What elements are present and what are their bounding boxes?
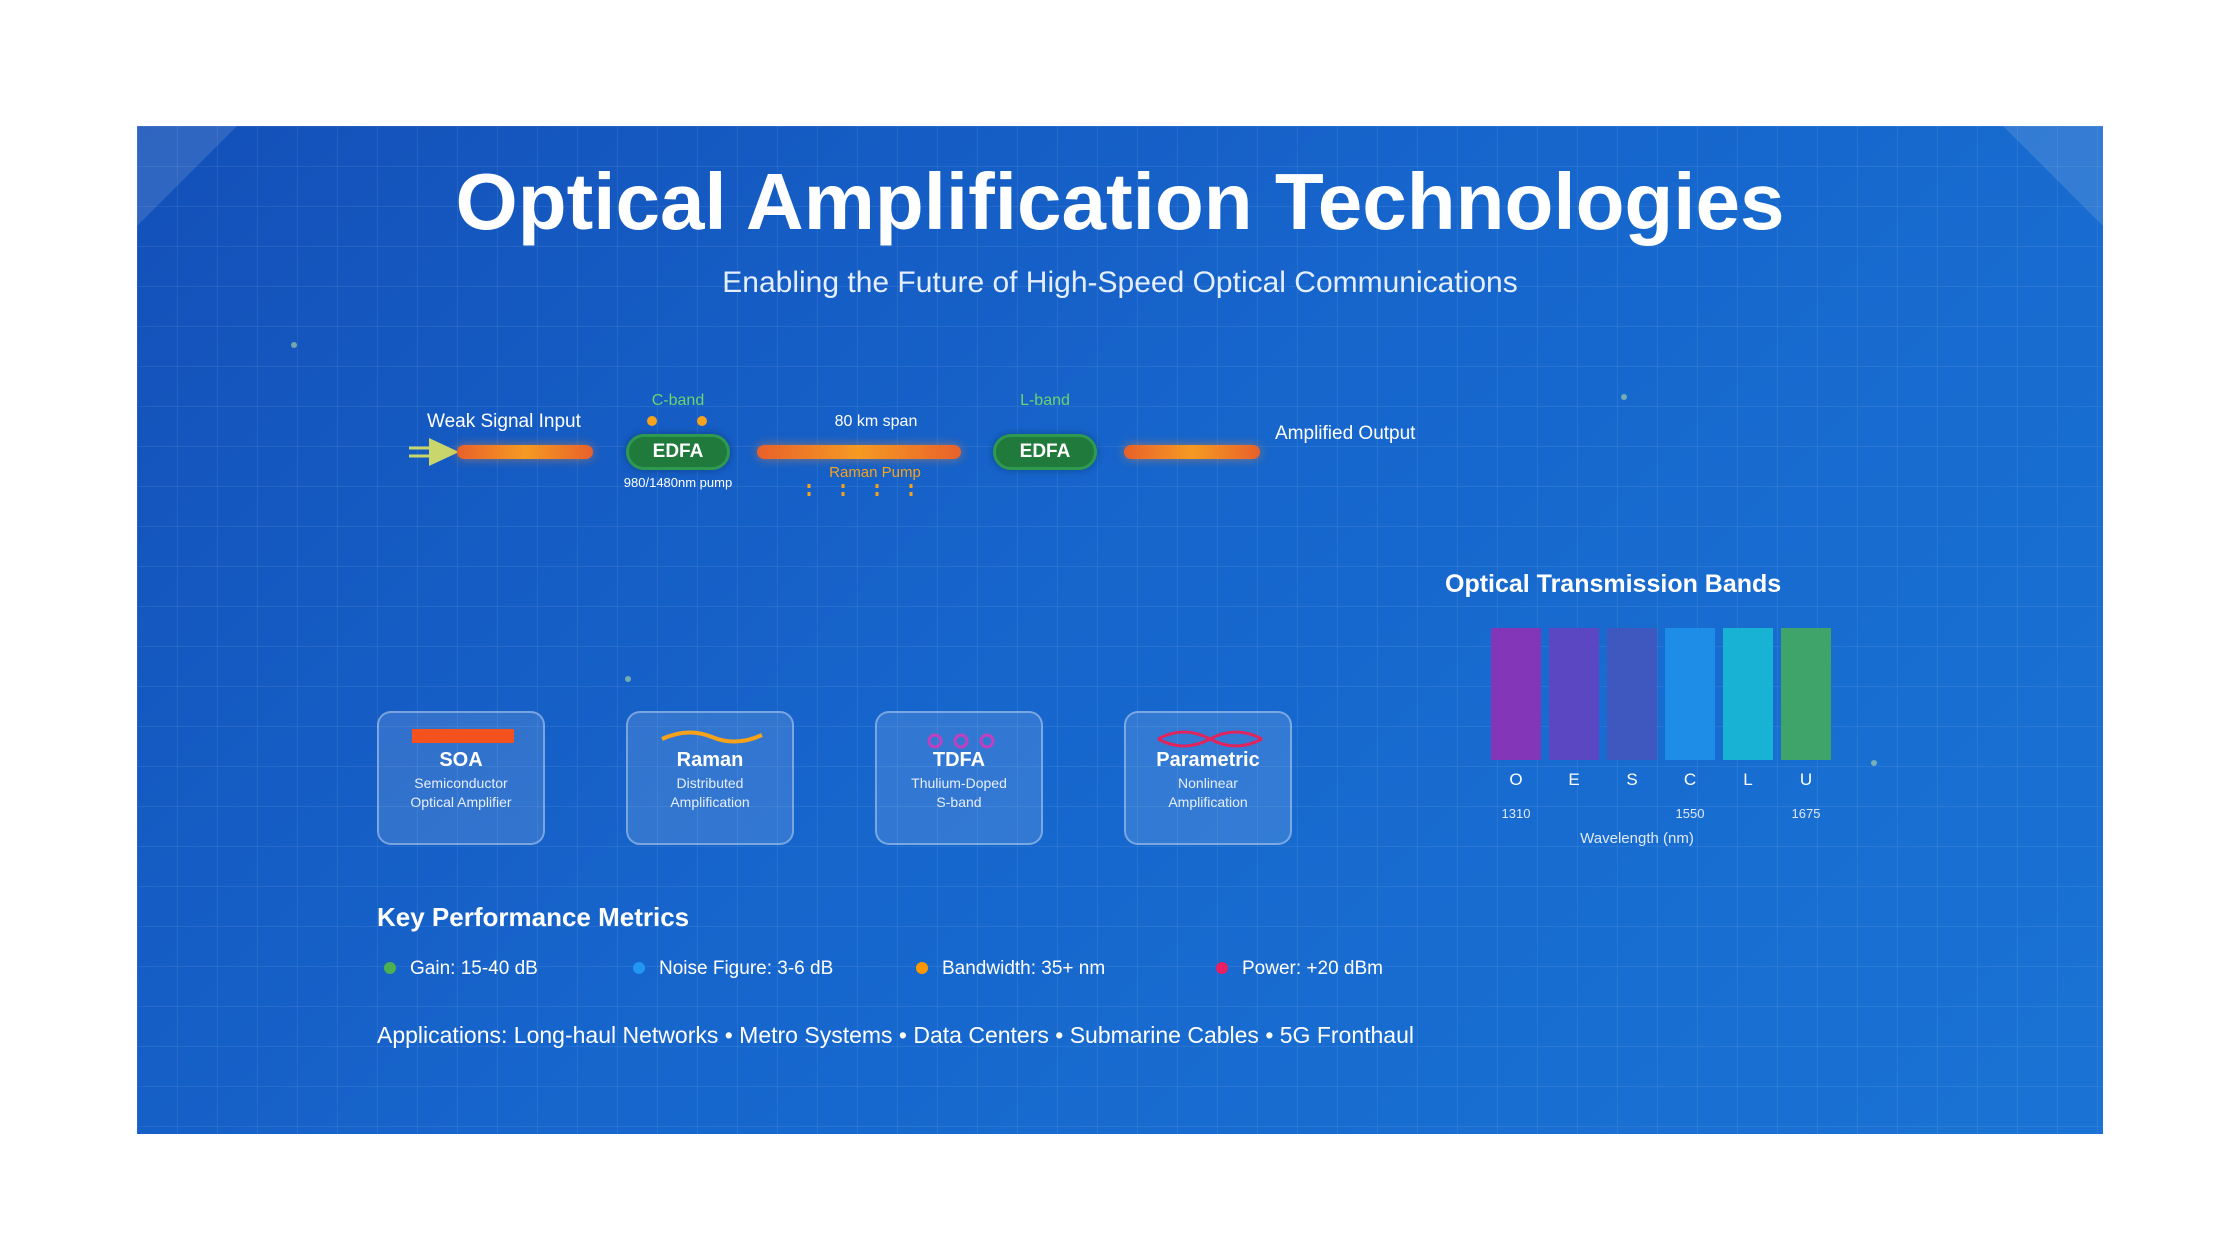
span-fiber — [757, 445, 961, 459]
wavelength-label: 1310 — [1501, 806, 1531, 821]
bands-title: Optical Transmission Bands — [1445, 570, 1782, 598]
wavelength-label: 1550 — [1675, 806, 1705, 821]
metric-dot-noise — [633, 962, 645, 974]
pump-dot — [697, 416, 707, 426]
output-label: Amplified Output — [1275, 423, 1416, 444]
band-letter: E — [1568, 770, 1580, 789]
tech-description: Optical Amplifier — [410, 794, 512, 810]
corner-decoration-left — [137, 126, 237, 226]
tech-name: Raman — [676, 749, 744, 771]
decor-dot — [625, 676, 631, 682]
band-letter: S — [1626, 770, 1638, 789]
edfa2-band-label: L-band — [1020, 392, 1070, 409]
wavelength-label: 1675 — [1791, 806, 1821, 821]
tech-name: TDFA — [932, 749, 986, 771]
raman-pump-label: Raman Pump — [829, 464, 921, 481]
decor-dot — [291, 342, 297, 348]
input-label: Weak Signal Input — [427, 411, 581, 432]
tech-description: Amplification — [670, 794, 750, 810]
tech-description: Distributed — [676, 775, 744, 791]
edfa2-amplifier: EDFA — [993, 434, 1097, 470]
metric-noise-figure: Noise Figure: 3-6 dB — [659, 958, 834, 979]
band-bar-s — [1607, 628, 1657, 760]
band-letter: C — [1683, 770, 1697, 789]
soa-bar-icon — [412, 729, 514, 743]
pump-dot — [647, 416, 657, 426]
band-bar-u — [1781, 628, 1831, 760]
output-fiber — [1124, 445, 1260, 459]
input-fiber — [457, 445, 593, 459]
tech-card-raman: Raman Distributed Amplification — [626, 711, 794, 845]
page-title: Optical Amplification Technologies — [455, 157, 1785, 246]
decor-dot — [1871, 760, 1877, 766]
slide: Optical Amplification Technologies Enabl… — [137, 126, 2103, 1134]
metric-dot-power — [1216, 962, 1228, 974]
band-bar-e — [1549, 628, 1599, 760]
band-bar-c — [1665, 628, 1715, 760]
metric-bandwidth: Bandwidth: 35+ nm — [942, 958, 1106, 979]
raman-pump-lines-icon — [807, 484, 913, 500]
tech-card-parametric: Parametric Nonlinear Amplification — [1124, 711, 1292, 845]
tdfa-rings-icon — [927, 733, 995, 749]
corner-decoration-right — [2003, 126, 2103, 226]
tech-description: Amplification — [1168, 794, 1248, 810]
tech-name: Parametric — [1156, 749, 1260, 771]
edfa1-band-label: C-band — [651, 392, 705, 409]
metric-gain: Gain: 15-40 dB — [410, 958, 538, 979]
band-letter: L — [1743, 770, 1753, 789]
tech-description: S-band — [936, 794, 982, 810]
metric-power: Power: +20 dBm — [1242, 958, 1383, 979]
band-letter: O — [1509, 770, 1523, 789]
tech-card-tdfa: TDFA Thulium-Doped S-band — [875, 711, 1043, 845]
metrics-title: Key Performance Metrics — [377, 902, 690, 932]
page-subtitle: Enabling the Future of High-Speed Optica… — [722, 266, 1518, 299]
edfa1-pump-label: 980/1480nm pump — [623, 475, 733, 490]
band-letter: U — [1799, 770, 1813, 789]
tech-name: SOA — [439, 749, 483, 771]
span-label: 80 km span — [834, 413, 918, 430]
applications-text: Applications: Long-haul Networks • Metro… — [377, 1022, 1414, 1048]
band-bar-l — [1723, 628, 1773, 760]
raman-wave-icon — [661, 730, 763, 744]
decor-dot — [1621, 394, 1627, 400]
parametric-wave-icon — [1157, 730, 1263, 748]
background-grid — [137, 126, 2103, 1134]
tech-card-soa: SOA Semiconductor Optical Amplifier — [377, 711, 545, 845]
input-arrow-icon — [409, 438, 459, 466]
edfa1-amplifier: EDFA — [626, 434, 730, 470]
tech-description: Nonlinear — [1178, 775, 1238, 791]
tech-description: Semiconductor — [414, 775, 508, 791]
metric-dot-gain — [384, 962, 396, 974]
band-bar-o — [1491, 628, 1541, 760]
tech-description: Thulium-Doped — [911, 775, 1007, 791]
metric-dot-bandwidth — [916, 962, 928, 974]
wavelength-axis-label: Wavelength (nm) — [1580, 830, 1694, 847]
